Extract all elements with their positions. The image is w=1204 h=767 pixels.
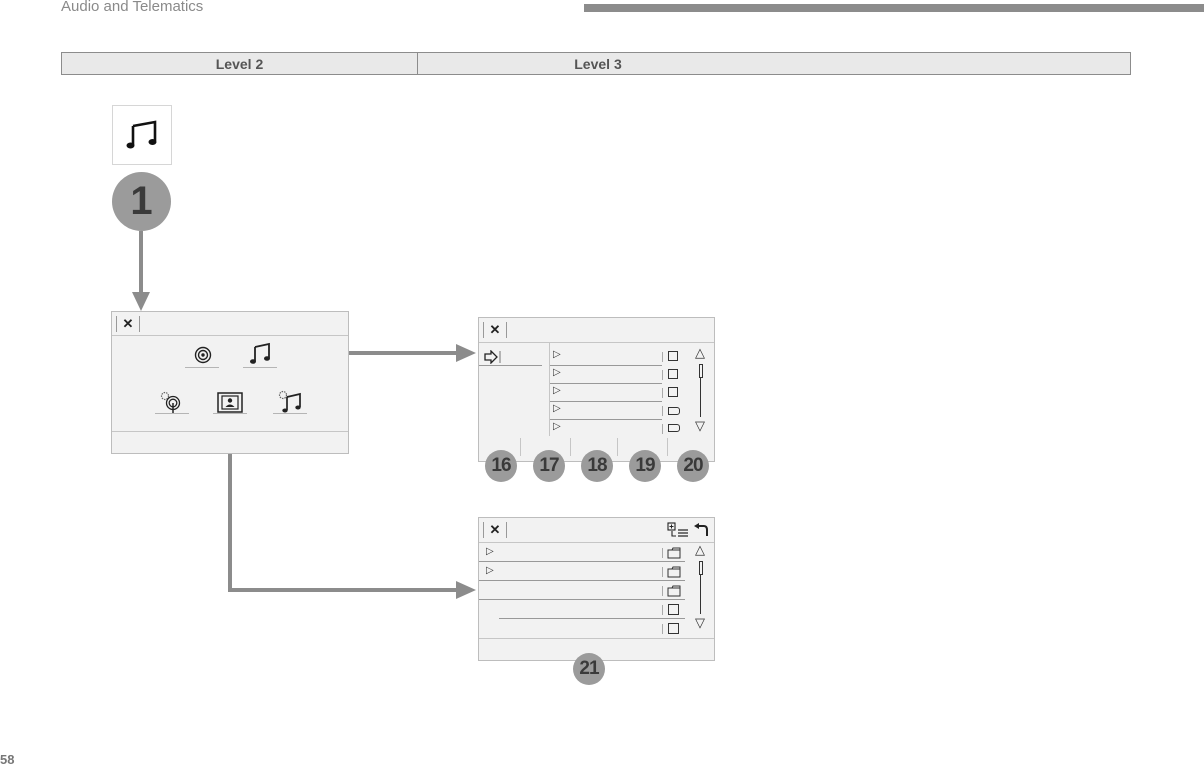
close-button[interactable]: ✕ — [483, 322, 507, 338]
step-badge-21: 21 — [573, 653, 605, 685]
divider — [112, 431, 348, 432]
section-title: Audio and Telematics — [61, 0, 204, 15]
radio-antenna-icon[interactable] — [193, 345, 213, 365]
play-icon: ▷ — [553, 349, 561, 360]
row-tick — [662, 370, 663, 380]
row-tick — [662, 624, 663, 634]
music-settings-underline — [273, 413, 307, 414]
divider — [479, 542, 714, 543]
divider — [479, 365, 542, 366]
step-badge-20: 20 — [677, 450, 709, 482]
sort-list-icon[interactable] — [667, 522, 689, 540]
music-underline — [243, 367, 277, 368]
checkbox[interactable] — [668, 604, 679, 615]
row-tick — [662, 586, 663, 596]
play-icon: ▷ — [553, 385, 561, 396]
play-icon: ▷ — [486, 546, 494, 557]
close-icon: ✕ — [489, 322, 501, 337]
checkbox[interactable] — [668, 623, 679, 634]
row-separator — [499, 618, 685, 619]
close-button[interactable]: ✕ — [116, 316, 140, 332]
folder-icon — [667, 585, 681, 597]
close-icon: ✕ — [122, 316, 134, 331]
level-3-header: Level 3 — [574, 55, 622, 72]
divider — [520, 438, 521, 456]
toggle-indicator[interactable] — [668, 424, 680, 432]
row-tick — [662, 567, 663, 577]
close-button[interactable]: ✕ — [483, 522, 507, 538]
music-note-icon — [126, 120, 157, 149]
divider — [549, 342, 550, 436]
media-source-underline — [213, 413, 247, 414]
scrollbar-thumb[interactable] — [699, 364, 703, 378]
level2-screen: ✕ — [111, 311, 349, 454]
level-2-header: Level 2 — [62, 53, 418, 74]
row-tick — [662, 424, 663, 434]
divider — [479, 638, 714, 639]
row-separator — [479, 561, 685, 562]
scroll-up-icon[interactable]: △ — [695, 542, 705, 557]
playback-screen: ✕ ▷ ▷ ▷ ▷ ▷ △ ▽ — [478, 317, 715, 453]
folder-icon — [667, 566, 681, 578]
radio-settings-icon[interactable] — [159, 390, 185, 414]
row-separator — [550, 419, 662, 420]
scrollbar-track — [700, 575, 701, 614]
play-icon: ▷ — [553, 403, 561, 414]
row-separator — [479, 580, 685, 581]
scrollbar-thumb[interactable] — [699, 561, 703, 575]
media-source-screen: ✕ ▷ ▷ △ ▽ — [478, 517, 715, 661]
divider — [617, 438, 618, 456]
scroll-down-icon[interactable]: ▽ — [695, 418, 705, 433]
row-tick — [662, 605, 663, 615]
scrollbar-track — [700, 378, 701, 417]
row-separator — [479, 599, 685, 600]
media-source-icon[interactable] — [217, 392, 243, 414]
row-tick — [662, 352, 663, 362]
checkbox[interactable] — [668, 387, 678, 397]
divider — [570, 438, 571, 456]
header-bar — [584, 4, 1204, 12]
step-badge-17: 17 — [533, 450, 565, 482]
row-separator — [550, 365, 662, 366]
music-settings-icon[interactable] — [277, 389, 303, 414]
divider — [112, 335, 348, 336]
source-input-icon[interactable] — [484, 350, 502, 364]
row-tick — [662, 388, 663, 398]
scroll-up-icon[interactable]: △ — [695, 345, 705, 360]
radio-settings-underline — [155, 413, 189, 414]
step-badge-1: 1 — [112, 172, 171, 231]
close-icon: ✕ — [489, 522, 501, 537]
level-table: Level 2 Level 3 — [61, 52, 1131, 75]
play-icon: ▷ — [553, 421, 561, 432]
toggle-indicator[interactable] — [668, 407, 680, 415]
checkbox[interactable] — [668, 351, 678, 361]
page-number: 58 — [0, 752, 15, 767]
back-arrow-icon[interactable] — [693, 523, 709, 538]
scroll-down-icon[interactable]: ▽ — [695, 615, 705, 630]
play-icon: ▷ — [486, 565, 494, 576]
music-menu-tile[interactable] — [112, 105, 172, 165]
folder-icon — [667, 547, 681, 559]
divider — [667, 438, 668, 456]
row-tick — [662, 548, 663, 558]
row-separator — [550, 401, 662, 402]
step-badge-16: 16 — [485, 450, 517, 482]
step-badge-18: 18 — [581, 450, 613, 482]
row-tick — [662, 406, 663, 416]
row-separator — [550, 383, 662, 384]
play-icon: ▷ — [553, 367, 561, 378]
music-note-icon[interactable] — [249, 342, 271, 366]
checkbox[interactable] — [668, 369, 678, 379]
divider — [479, 342, 714, 343]
radio-underline — [185, 367, 219, 368]
step-badge-19: 19 — [629, 450, 661, 482]
